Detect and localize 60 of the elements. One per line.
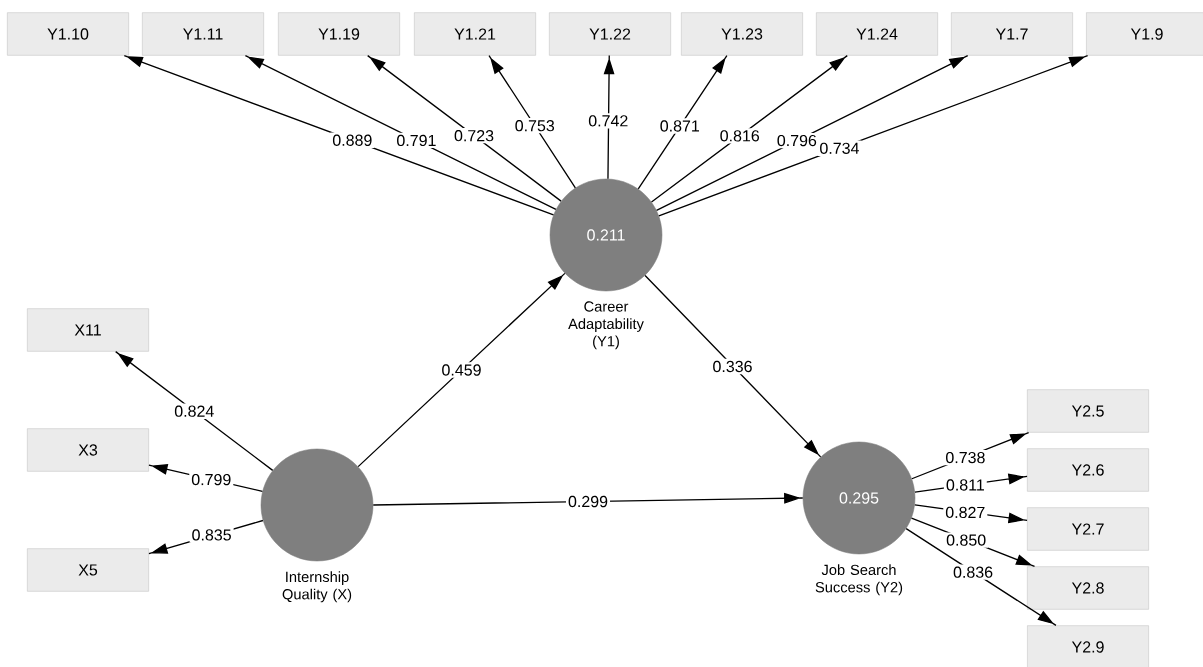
- path-coefficient: 0.738: [943, 449, 988, 466]
- indicator-box: Y1.22: [549, 12, 671, 56]
- path-arrow: [644, 274, 822, 458]
- path-arrow: [914, 473, 1028, 493]
- path-coefficient: 0.835: [189, 527, 234, 543]
- path-coefficient: 0.459: [439, 362, 484, 378]
- path-coefficient: 0.796: [774, 132, 819, 149]
- path-coefficient: 0.734: [817, 140, 862, 156]
- indicator-box: Y1.10: [7, 12, 129, 56]
- path-arrow: [115, 350, 274, 471]
- indicator-box: X11: [27, 308, 149, 352]
- indicator-box: Y2.7: [1027, 507, 1149, 551]
- path-coefficient: 0.824: [172, 403, 217, 419]
- path-coefficient: 0.299: [566, 493, 611, 510]
- path-coefficient: 0.816: [717, 128, 762, 144]
- construct-label: Internship Quality (X): [282, 571, 352, 603]
- path-arrow: [244, 54, 557, 211]
- path-coefficient: 0.811: [943, 477, 987, 493]
- indicator-box: Y2.5: [1027, 389, 1149, 433]
- indicator-box: Y1.19: [278, 12, 400, 56]
- construct-label: Job Search Success (Y2): [815, 564, 903, 596]
- indicator-box: Y1.21: [414, 12, 536, 56]
- path-arrow: [367, 54, 562, 202]
- path-coefficient: 0.791: [394, 132, 439, 149]
- path-arrow: [372, 493, 804, 506]
- path-arrow: [650, 54, 848, 203]
- construct-label: Career Adaptability (Y1): [568, 301, 644, 350]
- path-coefficient: 0.889: [330, 132, 375, 148]
- indicator-box: X3: [27, 428, 149, 472]
- path-coefficient: 0.871: [657, 118, 702, 134]
- path-arrow: [905, 527, 1057, 627]
- path-coefficient: 0.799: [189, 471, 234, 488]
- path-coefficient: 0.336: [710, 358, 755, 375]
- path-coefficient: 0.742: [586, 113, 631, 129]
- path-coefficient: 0.836: [951, 564, 996, 580]
- indicator-box: Y1.24: [816, 12, 938, 56]
- path-arrow: [603, 54, 615, 180]
- path-arrow: [148, 519, 264, 555]
- indicator-box: Y2.9: [1027, 625, 1149, 667]
- indicator-box: Y2.6: [1027, 448, 1149, 492]
- path-coefficient: 0.753: [512, 118, 557, 134]
- indicator-box: Y1.11: [142, 12, 264, 56]
- path-coefficient: 0.723: [452, 128, 497, 144]
- indicator-box: Y1.9: [1086, 12, 1203, 56]
- indicator-box: Y2.8: [1027, 566, 1149, 610]
- path-arrow: [357, 272, 566, 468]
- path-arrow: [655, 54, 969, 211]
- indicator-box: Y1.7: [951, 12, 1073, 56]
- path-coefficient: 0.850: [944, 532, 989, 548]
- path-arrow: [911, 431, 1030, 480]
- path-arrow: [910, 517, 1036, 568]
- path-arrow: [914, 504, 1028, 524]
- indicator-box: X5: [27, 548, 149, 592]
- path-arrow: [637, 54, 728, 190]
- path-arrow: [123, 54, 555, 216]
- path-coefficient: 0.827: [943, 504, 988, 521]
- path-arrow: [658, 54, 1089, 217]
- path-arrow: [488, 54, 577, 189]
- indicator-box: Y1.23: [681, 12, 803, 56]
- path-arrow: [148, 464, 264, 493]
